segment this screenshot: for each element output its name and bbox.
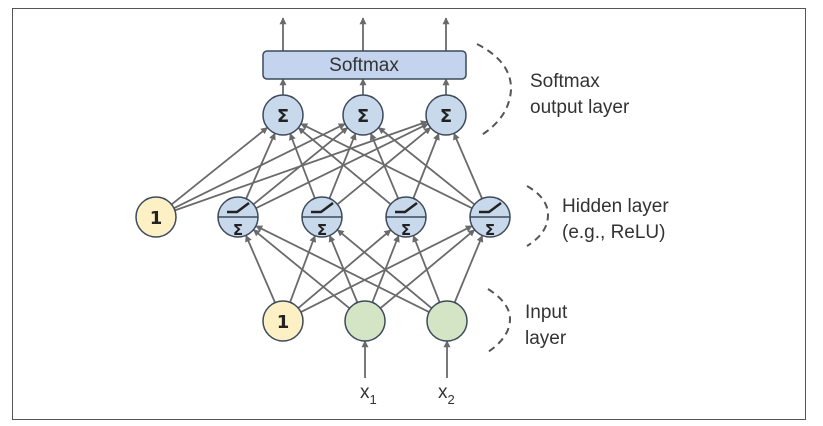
edge-input-hidden	[300, 225, 473, 313]
edge-hidden-output	[245, 132, 276, 200]
svg-text:x2: x2	[438, 382, 455, 407]
hidden-neuron-4: Σ	[469, 196, 511, 239]
sum-symbol: Σ	[357, 106, 369, 127]
edge-hidden-output	[328, 132, 357, 199]
sum-symbol: Σ	[401, 221, 411, 239]
softmax-box: Softmax	[262, 50, 467, 80]
input-label-x1: x1	[360, 382, 377, 407]
edge-hidden-output	[173, 123, 346, 209]
edge-input-hidden	[245, 234, 276, 304]
relu-icon	[227, 202, 250, 214]
hidden-layer-bracket	[526, 185, 550, 247]
softmax-label: Softmax	[329, 55, 399, 76]
hidden-layer-label-line1: Hidden layer	[562, 196, 669, 217]
input-layer-bracket	[487, 288, 512, 353]
edge-input-hidden	[453, 234, 484, 303]
input-neuron-1	[344, 300, 386, 342]
sum-symbol: Σ	[317, 221, 327, 239]
edge-hidden-output	[297, 127, 392, 205]
sum-symbol: Σ	[233, 221, 243, 239]
hidden-bias-neuron: 1	[135, 196, 177, 238]
input-layer-label-line2: layer	[525, 328, 567, 349]
edge-input-hidden	[412, 234, 441, 303]
edge-hidden-output	[378, 126, 475, 206]
sum-symbol: Σ	[277, 106, 289, 127]
hidden-layer-label-line2: (e.g., ReLU)	[562, 222, 665, 243]
hidden-neuron-3: Σ	[385, 196, 427, 239]
edge-hidden-output	[453, 132, 483, 199]
bias-label: 1	[150, 208, 163, 229]
connection-edges	[171, 17, 484, 378]
relu-icon	[311, 202, 334, 214]
edge-input-hidden	[379, 229, 476, 309]
svg-text:x1: x1	[360, 382, 377, 407]
hidden-neuron-2: Σ	[301, 196, 343, 239]
edge-hidden-output	[171, 126, 268, 206]
output-layer-bracket	[476, 43, 513, 137]
relu-icon	[395, 202, 418, 214]
edge-hidden-output	[252, 126, 349, 206]
output-layer-label-line1: Softmax	[530, 71, 600, 92]
bias-label: 1	[277, 312, 290, 333]
input-layer-label-line1: Input	[525, 302, 568, 323]
edge-input-hidden	[336, 229, 433, 309]
relu-icon	[479, 202, 502, 214]
input-bias-neuron: 1	[262, 300, 304, 342]
sum-symbol: Σ	[440, 106, 452, 127]
output-layer-label-line2: output layer	[530, 97, 630, 118]
edge-input-hidden	[252, 228, 351, 310]
output-neuron-2: Σ	[342, 94, 384, 136]
input-label-x2: x2	[438, 382, 455, 407]
input-neuron-2	[426, 300, 468, 342]
edge-hidden-output	[289, 133, 316, 199]
hidden-neuron-1: Σ	[217, 196, 259, 239]
edge-input-hidden	[255, 225, 430, 313]
output-neuron-1: Σ	[262, 94, 304, 136]
output-neuron-3: Σ	[425, 94, 467, 136]
edge-hidden-output	[300, 123, 473, 209]
sum-symbol: Σ	[485, 221, 495, 239]
